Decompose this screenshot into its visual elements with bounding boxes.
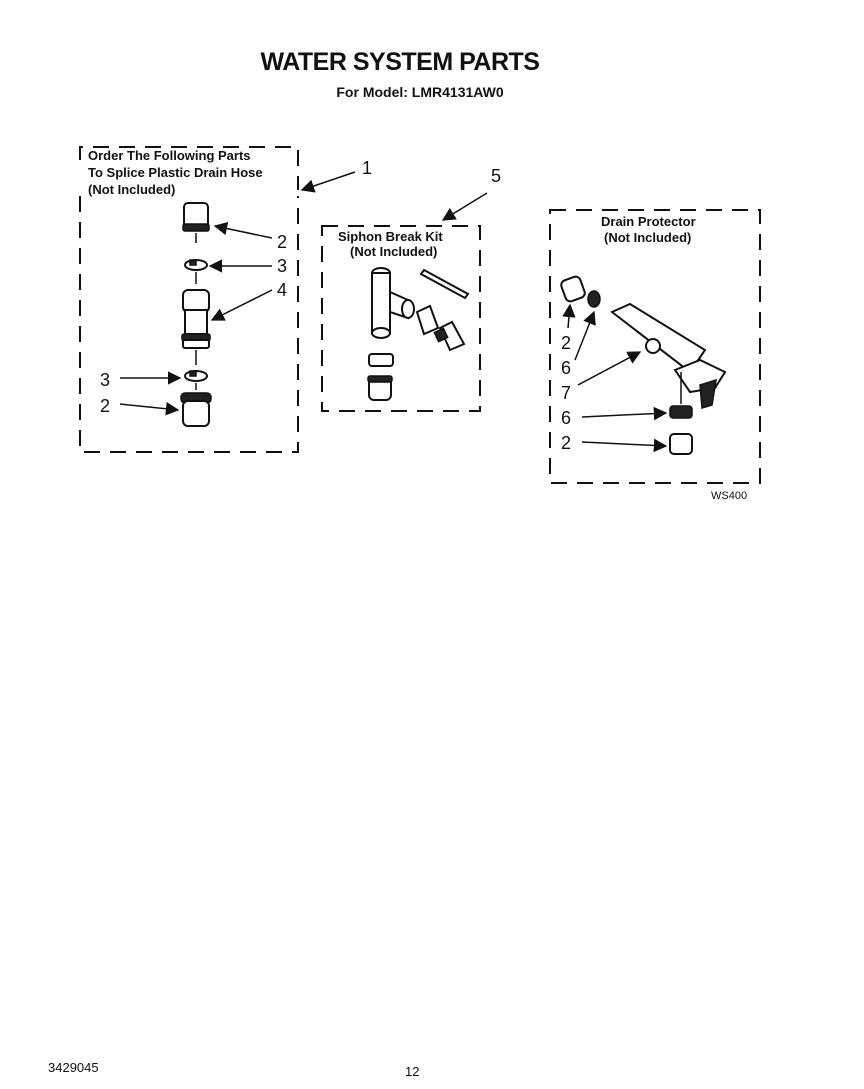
callout-splice-2a: 2 bbox=[277, 232, 288, 252]
splice-label-line1: Order The Following Parts bbox=[88, 148, 251, 163]
callout-drain-6b: 6 bbox=[561, 408, 572, 428]
callout-5-leader bbox=[441, 192, 488, 221]
drain-label-line1: Drain Protector bbox=[601, 214, 696, 229]
callout-splice-3a: 3 bbox=[277, 256, 288, 276]
footer-page-number: 12 bbox=[405, 1064, 420, 1079]
drain-protector-frame bbox=[549, 209, 761, 484]
callout-drain-6a: 6 bbox=[561, 358, 572, 378]
splice-label-line3: (Not Included) bbox=[88, 182, 176, 197]
drain-label-line2: (Not Included) bbox=[604, 230, 692, 245]
siphon-label-line1: Siphon Break Kit bbox=[338, 229, 443, 244]
model-subtitle: For Model: LMR4131AW0 bbox=[336, 84, 504, 100]
splice-label-line2: To Splice Plastic Drain Hose bbox=[88, 165, 263, 180]
splice-parts bbox=[180, 202, 212, 427]
callout-splice-3b: 3 bbox=[100, 370, 111, 390]
callout-5: 5 bbox=[491, 166, 502, 186]
callout-splice-2b: 2 bbox=[100, 396, 111, 416]
siphon-kit-parts bbox=[367, 267, 470, 401]
drain-protector-parts bbox=[560, 275, 727, 455]
diagram-code: WS400 bbox=[711, 490, 748, 502]
callout-drain-7: 7 bbox=[561, 383, 572, 403]
callout-1: 1 bbox=[362, 158, 373, 178]
siphon-label-line2: (Not Included) bbox=[350, 244, 438, 259]
callout-splice-4: 4 bbox=[277, 280, 288, 300]
splice-parts-frame bbox=[79, 146, 299, 453]
siphon-kit-frame bbox=[321, 225, 481, 412]
footer-part-number: 3429045 bbox=[48, 1060, 99, 1075]
callout-drain-2b: 2 bbox=[561, 433, 572, 453]
page-title: WATER SYSTEM PARTS bbox=[260, 48, 540, 76]
callout-drain-2a: 2 bbox=[561, 333, 572, 353]
callout-1-leader bbox=[300, 171, 356, 193]
